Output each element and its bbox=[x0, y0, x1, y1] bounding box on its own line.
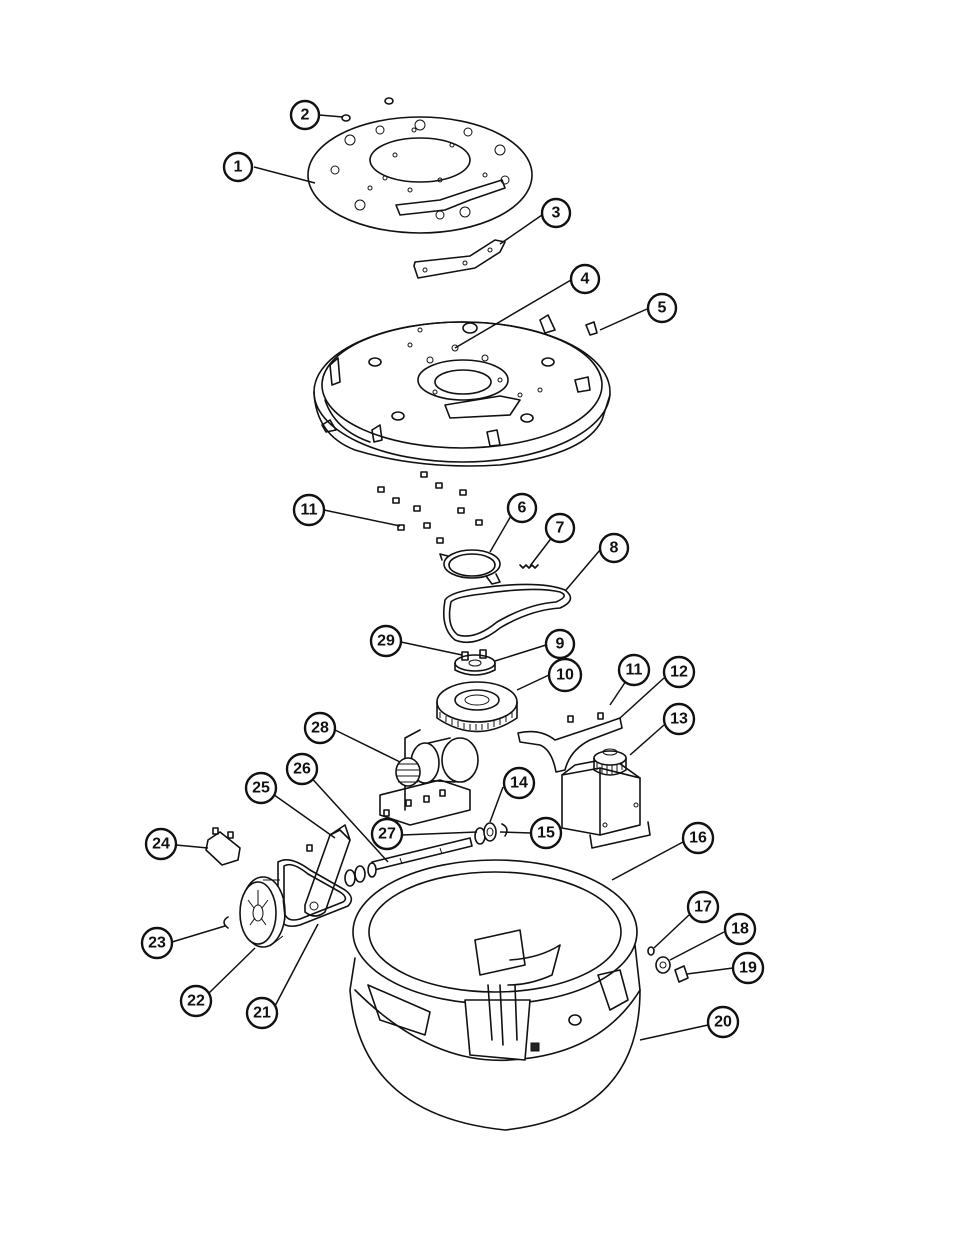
callout-28: 28 bbox=[305, 713, 335, 743]
svg-text:28: 28 bbox=[311, 720, 329, 737]
svg-text:29: 29 bbox=[377, 633, 395, 650]
svg-text:6: 6 bbox=[518, 500, 527, 517]
callout-1: 1 bbox=[224, 153, 252, 181]
callout-4: 4 bbox=[571, 265, 599, 293]
part-small-hardware bbox=[648, 947, 688, 982]
callout-18: 18 bbox=[725, 914, 755, 944]
part-base-housing bbox=[350, 930, 640, 1130]
part-screws-cluster bbox=[378, 472, 482, 543]
callout-29: 29 bbox=[371, 626, 401, 656]
callout-23: 23 bbox=[142, 928, 172, 958]
callout-11-lower: 11 bbox=[619, 655, 649, 685]
svg-text:7: 7 bbox=[556, 520, 565, 537]
part-bracket-plate bbox=[414, 240, 505, 278]
svg-text:5: 5 bbox=[658, 300, 667, 317]
callout-7: 7 bbox=[546, 514, 574, 542]
callout-9: 9 bbox=[546, 630, 574, 658]
svg-text:25: 25 bbox=[252, 780, 270, 797]
svg-text:2: 2 bbox=[301, 107, 310, 124]
svg-text:24: 24 bbox=[152, 836, 170, 853]
svg-text:9: 9 bbox=[556, 636, 565, 653]
svg-text:11: 11 bbox=[301, 502, 318, 519]
part-housing-pan bbox=[314, 315, 610, 466]
svg-text:21: 21 bbox=[253, 1005, 271, 1022]
part-ring-bracket bbox=[440, 550, 500, 584]
callout-13: 13 bbox=[664, 704, 694, 734]
part-motor-assembly bbox=[380, 730, 478, 825]
part-switch-bracket bbox=[206, 828, 240, 865]
svg-text:22: 22 bbox=[187, 993, 205, 1010]
callout-20: 20 bbox=[708, 1007, 738, 1037]
part-large-pulley bbox=[437, 682, 517, 732]
callout-27: 27 bbox=[372, 819, 402, 849]
svg-text:17: 17 bbox=[694, 899, 712, 916]
svg-text:1: 1 bbox=[234, 159, 243, 176]
svg-text:19: 19 bbox=[739, 960, 757, 977]
svg-text:12: 12 bbox=[670, 664, 688, 681]
callout-22: 22 bbox=[181, 986, 211, 1016]
svg-text:3: 3 bbox=[552, 205, 561, 222]
svg-text:13: 13 bbox=[670, 711, 688, 728]
callout-16: 16 bbox=[683, 823, 713, 853]
callout-2: 2 bbox=[291, 101, 319, 129]
svg-text:10: 10 bbox=[556, 667, 574, 684]
callout-17: 17 bbox=[688, 892, 718, 922]
callout-5: 5 bbox=[648, 294, 676, 322]
svg-text:18: 18 bbox=[731, 921, 749, 938]
callout-11-upper: 11 bbox=[294, 495, 324, 525]
part-top-ring bbox=[353, 860, 637, 1004]
callout-24: 24 bbox=[146, 829, 176, 859]
part-motor-bracket bbox=[562, 749, 650, 848]
part-spring bbox=[520, 565, 538, 568]
svg-text:16: 16 bbox=[689, 830, 707, 847]
callout-12: 12 bbox=[664, 657, 694, 687]
svg-text:27: 27 bbox=[378, 826, 396, 843]
part-nut-small bbox=[342, 98, 393, 121]
callout-15: 15 bbox=[531, 818, 561, 848]
part-top-plate bbox=[308, 117, 532, 233]
svg-text:15: 15 bbox=[537, 825, 555, 842]
callout-8: 8 bbox=[600, 534, 628, 562]
svg-text:4: 4 bbox=[581, 271, 590, 288]
svg-text:14: 14 bbox=[510, 775, 528, 792]
callout-26: 26 bbox=[287, 754, 317, 784]
svg-text:20: 20 bbox=[714, 1014, 732, 1031]
callout-21: 21 bbox=[247, 998, 277, 1028]
svg-text:26: 26 bbox=[293, 761, 311, 778]
callout-10: 10 bbox=[549, 659, 581, 691]
svg-text:11: 11 bbox=[626, 662, 643, 679]
callout-14: 14 bbox=[504, 768, 534, 798]
callout-19: 19 bbox=[733, 953, 763, 983]
callout-3: 3 bbox=[542, 199, 570, 227]
part-gear-pulley bbox=[240, 877, 285, 947]
callout-25: 25 bbox=[246, 773, 276, 803]
svg-text:8: 8 bbox=[610, 540, 619, 557]
callout-6: 6 bbox=[508, 494, 536, 522]
svg-text:23: 23 bbox=[148, 935, 166, 952]
part-hub bbox=[455, 650, 495, 675]
